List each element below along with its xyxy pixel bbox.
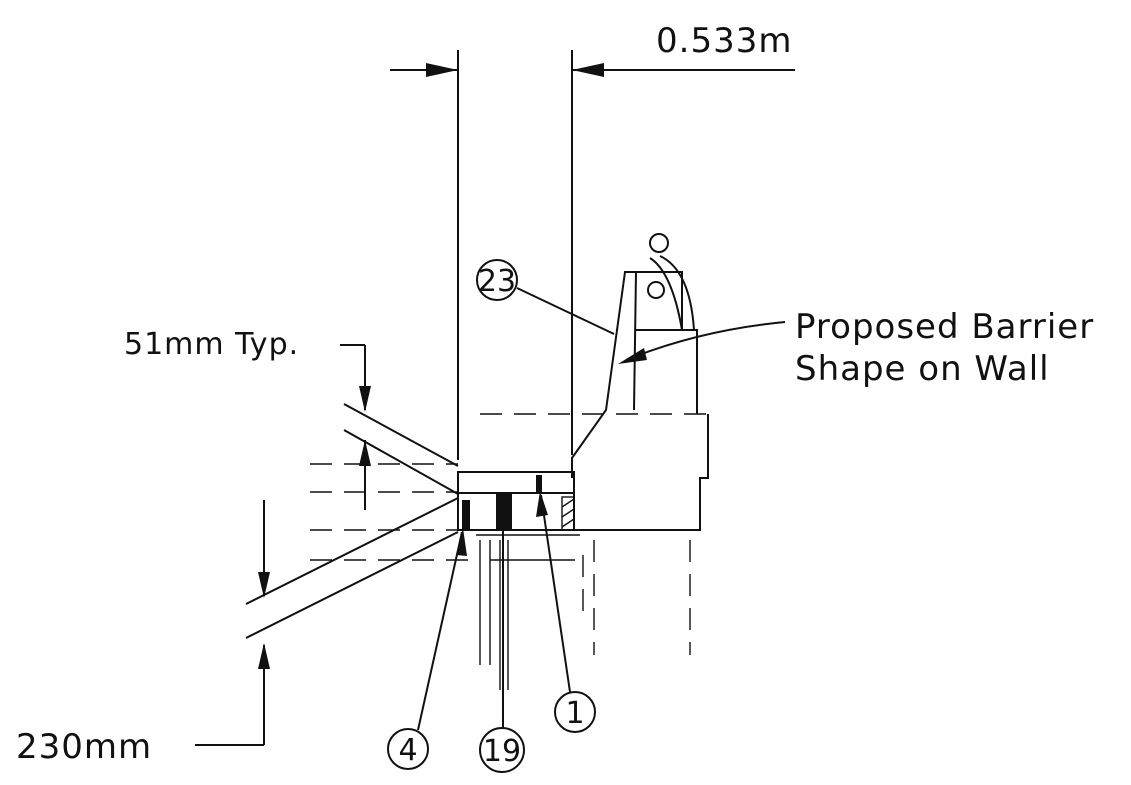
barrier-inner-edge xyxy=(633,271,637,411)
barrier-note: Proposed Barrier Shape on Wall xyxy=(618,307,1094,389)
callout-1-label: 1 xyxy=(565,696,584,731)
rail-bolt-circle xyxy=(647,281,665,299)
approach-bottom-lower xyxy=(245,531,459,639)
callout-23-circle xyxy=(476,259,518,301)
width-dimension: 0.533m xyxy=(390,21,795,460)
gap-arrow-down xyxy=(359,386,371,412)
gap-arrow-up xyxy=(359,440,371,466)
rail-top-circle xyxy=(649,233,669,253)
support-lines xyxy=(479,540,509,690)
proposed-barrier xyxy=(571,233,698,478)
barrier-outline xyxy=(571,271,698,478)
width-arrow-right xyxy=(572,63,604,77)
barrier-note-arrow xyxy=(618,348,647,364)
approach-bottom-upper xyxy=(245,497,459,605)
callout-4: 4 xyxy=(387,528,467,770)
callout-4-leader xyxy=(417,531,463,731)
slab-outline xyxy=(457,471,575,531)
callout-1-arrow xyxy=(536,491,548,517)
barrier-note-line1: Proposed Barrier xyxy=(795,307,1094,347)
approach-top-upper xyxy=(343,403,459,467)
approach-slab xyxy=(245,403,459,639)
callout-1-circle xyxy=(554,691,596,733)
wall-right-face xyxy=(574,414,709,531)
callout-19: 19 xyxy=(479,530,525,773)
callout-1-leader xyxy=(540,494,571,693)
joint-hatch-2 xyxy=(561,508,575,518)
thickness-arrow-down xyxy=(258,572,270,598)
width-label: 0.533m xyxy=(656,21,792,61)
joint-hatch-3 xyxy=(561,518,575,528)
thickness-arrow-up xyxy=(258,643,270,669)
joint-hatch-1 xyxy=(561,498,575,508)
callout-4-arrow xyxy=(456,528,467,556)
approach-top-lower xyxy=(343,429,459,495)
wall-section xyxy=(480,413,709,655)
joint-hatch-box xyxy=(561,496,575,531)
callout-19-label: 19 xyxy=(483,734,521,769)
part-19-block xyxy=(496,494,512,530)
barrier-note-line2: Shape on Wall xyxy=(795,349,1050,389)
gap-label: 51mm Typ. xyxy=(124,327,299,362)
callout-4-label: 4 xyxy=(398,733,417,768)
callout-23-leader xyxy=(516,287,615,335)
thickness-dimension: 230mm xyxy=(16,500,270,767)
width-arrow-left xyxy=(426,63,458,77)
deck-slab xyxy=(310,463,580,561)
callout-23-label: 23 xyxy=(478,264,516,299)
callout-23: 23 xyxy=(476,259,615,335)
thickness-label: 230mm xyxy=(16,727,152,767)
part-1-strip xyxy=(536,475,542,493)
gap-dimension: 51mm Typ. xyxy=(124,327,371,510)
callout-4-circle xyxy=(387,728,429,770)
part-4-strip xyxy=(462,500,470,530)
rail-post xyxy=(649,255,695,331)
barrier-note-leader xyxy=(625,321,786,361)
callout-1: 1 xyxy=(536,491,596,733)
